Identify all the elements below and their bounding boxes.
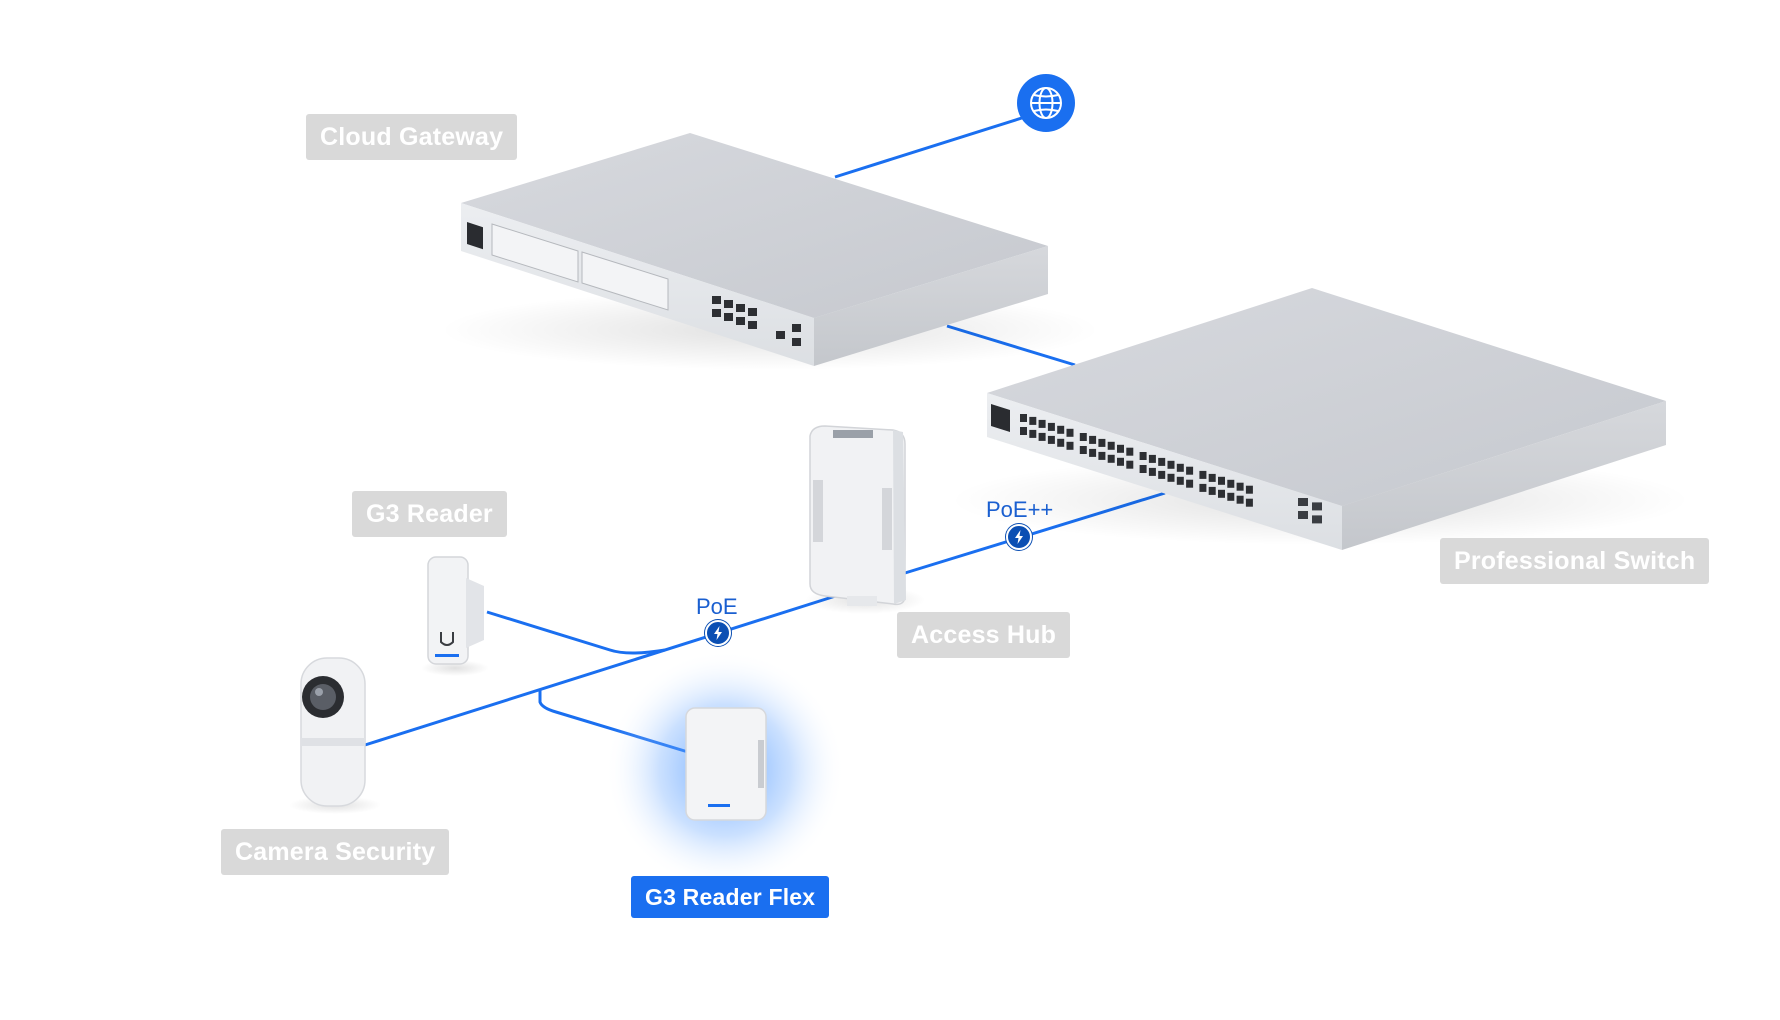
switch-sfp-port: [1298, 498, 1308, 506]
switch-port: [1066, 441, 1074, 450]
lightning-bolt-icon: [705, 620, 731, 646]
switch-port: [1038, 432, 1046, 441]
lightning-bolt-icon: [1006, 524, 1032, 550]
switch-port: [1066, 428, 1074, 437]
switch-port: [1139, 452, 1147, 460]
internet-globe-icon: [1017, 74, 1075, 132]
switch-port: [1089, 448, 1097, 457]
link-hub-g3-reader-flex: [538, 690, 689, 754]
switch-port: [1245, 485, 1253, 494]
switch-port: [1158, 470, 1166, 479]
switch-port: [1199, 483, 1207, 492]
link-hub-g3-reader: [486, 610, 666, 655]
g3-reader-device[interactable]: [421, 556, 489, 676]
switch-port: [1218, 489, 1225, 498]
switch-sfp-port: [1298, 511, 1308, 519]
switch-port: [1167, 473, 1175, 482]
switch-port: [1236, 495, 1244, 504]
switch-port: [1236, 482, 1244, 491]
link-gateway-internet: [834, 115, 1026, 179]
cloud-gateway-device[interactable]: [440, 133, 1100, 370]
switch-port: [1098, 451, 1106, 460]
switch-port: [1227, 479, 1235, 488]
switch-port: [1199, 470, 1207, 479]
switch-port: [1020, 414, 1027, 422]
switch-port: [1158, 457, 1166, 466]
camera-security-device[interactable]: [289, 657, 381, 814]
switch-port: [1218, 476, 1225, 485]
switch-port: [1047, 435, 1055, 444]
switch-port: [1107, 454, 1115, 463]
switch-port: [1148, 454, 1156, 463]
switch-port: [1245, 498, 1253, 507]
switch-port: [1047, 422, 1055, 431]
switch-port: [1208, 473, 1216, 482]
switch-port: [1176, 463, 1184, 472]
switch-port: [1117, 444, 1124, 453]
switch-port: [1176, 476, 1184, 485]
switch-port: [1117, 457, 1124, 466]
switch-port: [1029, 429, 1037, 438]
professional-switch-device[interactable]: [950, 288, 1690, 550]
switch-port: [1057, 425, 1065, 434]
professional-switch-label[interactable]: Professional Switch: [1440, 538, 1710, 584]
switch-port: [1227, 492, 1235, 501]
g3-reader-flex-label[interactable]: G3 Reader Flex: [631, 876, 830, 918]
link-hub-camera: [364, 591, 846, 747]
switch-port: [1167, 460, 1175, 469]
switch-port: [1148, 467, 1156, 476]
access-hub-device[interactable]: [805, 425, 925, 614]
poe-plus-plus-label: PoE++: [986, 497, 1054, 522]
switch-port: [1126, 447, 1134, 456]
switch-port: [1139, 465, 1147, 473]
access-hub-label[interactable]: Access Hub: [897, 612, 1071, 658]
switch-port: [1079, 446, 1087, 454]
switch-port: [1020, 427, 1027, 435]
g3-reader-label[interactable]: G3 Reader: [352, 491, 507, 537]
switch-port: [1038, 419, 1046, 428]
switch-port: [1186, 466, 1194, 475]
switch-port: [1057, 438, 1065, 447]
switch-port: [1186, 479, 1194, 488]
switch-sfp-port: [1312, 502, 1322, 511]
g3-reader-flex-device[interactable]: [605, 650, 845, 890]
switch-port-array: [1020, 414, 1322, 524]
cloud-gateway-label[interactable]: Cloud Gateway: [306, 114, 518, 160]
poe-label: PoE: [696, 594, 738, 619]
switch-port: [1098, 438, 1106, 447]
switch-port: [1089, 435, 1097, 444]
switch-port: [1126, 460, 1134, 469]
switch-port: [1107, 441, 1115, 450]
camera-security-label[interactable]: Camera Security: [221, 829, 450, 875]
switch-sfp-port: [1312, 515, 1322, 524]
switch-port: [1079, 433, 1087, 441]
switch-port: [1208, 486, 1216, 495]
switch-port: [1029, 416, 1037, 425]
